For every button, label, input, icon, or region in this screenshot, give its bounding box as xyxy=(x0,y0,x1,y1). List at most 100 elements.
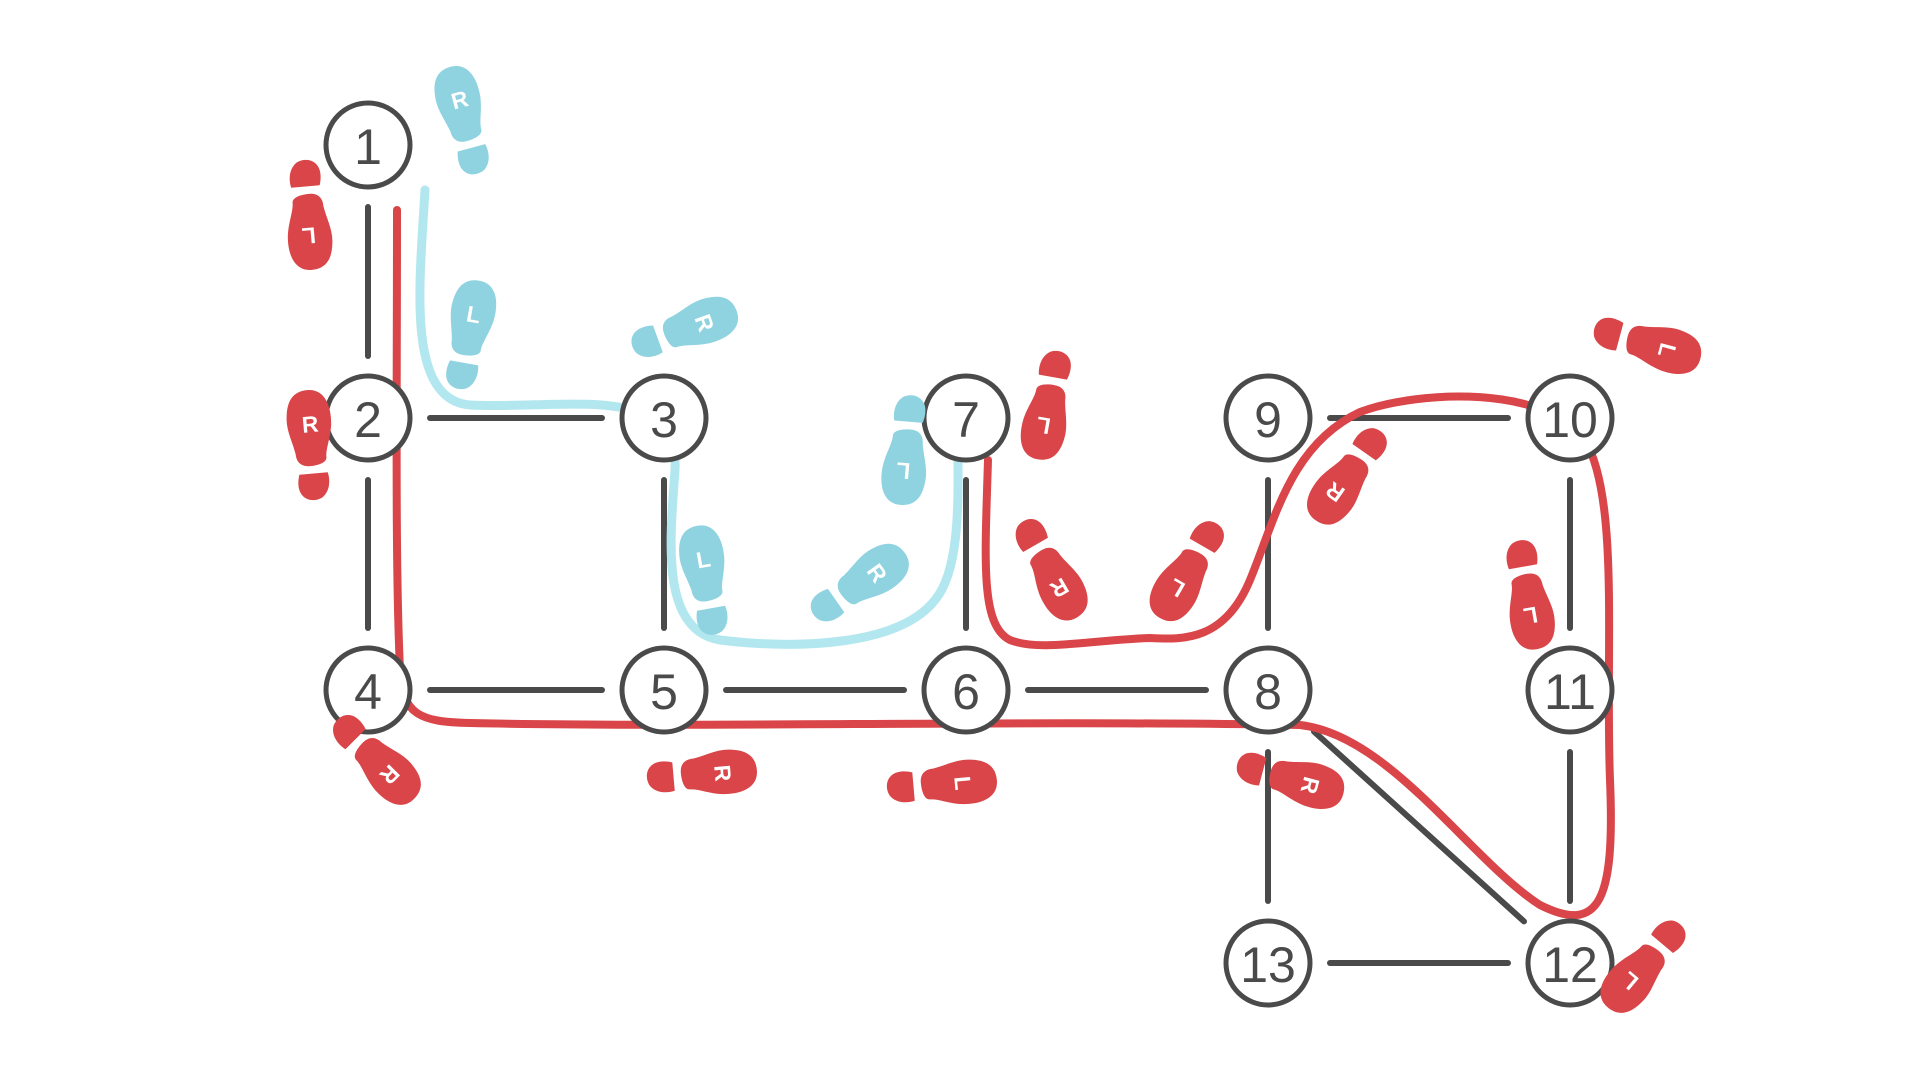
footprint-letter: L xyxy=(895,457,911,484)
footprint-heel xyxy=(1236,752,1267,786)
node-label: 3 xyxy=(650,392,678,448)
footprint-letter: L xyxy=(301,222,317,249)
footprint-heel xyxy=(631,325,663,357)
node-label: 8 xyxy=(1254,664,1282,720)
footprint-red-r: R xyxy=(1236,752,1345,809)
footprint-sole xyxy=(1149,549,1208,622)
footprint-red-r: R xyxy=(1307,428,1387,525)
footprint-heel xyxy=(810,588,845,622)
footprint-letter: R xyxy=(448,85,471,114)
footprint-heel xyxy=(289,159,321,188)
node-6: 6 xyxy=(921,645,1011,735)
node-12: 12 xyxy=(1525,918,1615,1008)
edges-layer xyxy=(365,204,1573,966)
node-8: 8 xyxy=(1223,645,1313,735)
footprint-heel xyxy=(893,395,926,423)
footprint-blue-l: L xyxy=(446,280,497,390)
footprint-red-r: R xyxy=(286,390,332,501)
footprint-sole xyxy=(1626,325,1702,374)
red-walking-path xyxy=(392,206,1615,919)
footprint-letter: L xyxy=(1034,412,1052,440)
footprint-heel xyxy=(1038,350,1071,380)
footprint-heel xyxy=(1651,920,1686,953)
footprint-sole xyxy=(881,429,927,505)
node-circle xyxy=(1525,645,1615,735)
footprint-sole xyxy=(662,296,739,348)
footprint-red-l: L xyxy=(1600,920,1686,1013)
node-4: 4 xyxy=(323,645,413,735)
footprint-letter: R xyxy=(1295,774,1324,797)
node-label: 13 xyxy=(1240,937,1296,993)
footprint-sole xyxy=(680,749,757,795)
footprint-letter: L xyxy=(465,300,483,328)
node-label: 11 xyxy=(1544,664,1596,720)
footprint-heel xyxy=(333,715,366,750)
node-circle xyxy=(619,373,709,463)
node-circle xyxy=(1223,918,1313,1008)
node-circle xyxy=(921,645,1011,735)
footprint-heel xyxy=(298,472,330,501)
node-7: 7 xyxy=(921,373,1011,463)
footprint-blue-r: R xyxy=(434,65,489,175)
edge-8-12 xyxy=(1310,728,1528,925)
footprint-sole xyxy=(837,543,909,605)
footprint-red-l: L xyxy=(1506,540,1555,650)
footprint-heel xyxy=(1352,428,1387,461)
footprint-sole xyxy=(287,193,333,270)
node-circle xyxy=(1525,918,1615,1008)
footprint-red-l: L xyxy=(1149,521,1224,622)
footprint-red-r: R xyxy=(646,749,757,795)
footprint-sole xyxy=(434,65,482,142)
node-2: 2 xyxy=(323,373,413,463)
node-10: 10 xyxy=(1525,373,1615,463)
node-circle xyxy=(1525,373,1615,463)
node-9: 9 xyxy=(1223,373,1313,463)
footprint-letter: L xyxy=(949,775,976,791)
footprint-blue-l: L xyxy=(679,525,728,635)
footprint-red-l: L xyxy=(1593,317,1702,374)
footprint-red-r: R xyxy=(1015,519,1088,621)
footprint-blue-r: R xyxy=(631,296,739,357)
footprint-sole xyxy=(1307,454,1369,525)
node-label: 1 xyxy=(354,119,382,175)
node-label: 6 xyxy=(952,664,980,720)
footprint-letter: L xyxy=(1521,602,1539,630)
node-label: 2 xyxy=(354,392,382,448)
footprint-sole xyxy=(1269,760,1345,809)
footprint-heel xyxy=(457,144,489,175)
node-1: 1 xyxy=(323,100,413,190)
footprint-sole xyxy=(1600,944,1665,1013)
footprint-letter: L xyxy=(694,545,712,573)
footprint-heel xyxy=(886,771,915,803)
node-circle xyxy=(323,645,413,735)
node-13: 13 xyxy=(1223,918,1313,1008)
footprint-heel xyxy=(696,605,728,635)
footprint-letter: R xyxy=(301,411,320,438)
node-label: 9 xyxy=(1254,392,1282,448)
footprint-heel xyxy=(1506,540,1538,570)
footprint-red-l: L xyxy=(1020,350,1071,460)
footprint-letter: R xyxy=(709,764,736,783)
footprint-red-l: L xyxy=(287,159,333,270)
footprint-sole xyxy=(450,280,497,356)
footprint-heel xyxy=(1593,317,1624,351)
node-circle xyxy=(1223,373,1313,463)
footprint-heel xyxy=(646,761,675,793)
footprint-sole xyxy=(1030,547,1088,621)
blue-walking-path xyxy=(415,185,963,649)
node-5: 5 xyxy=(619,645,709,735)
node-label: 12 xyxy=(1542,937,1598,993)
footprint-sole xyxy=(1020,384,1067,460)
node-3: 3 xyxy=(619,373,709,463)
footprint-red-r: R xyxy=(333,715,421,805)
footprint-heel xyxy=(1015,519,1048,552)
footprint-blue-r: R xyxy=(810,543,909,622)
footprint-sole xyxy=(920,759,997,805)
footprint-blue-l: L xyxy=(881,395,927,505)
footprint-heel xyxy=(1189,521,1224,553)
node-circle xyxy=(323,100,413,190)
footprint-sole xyxy=(354,738,421,805)
node-circle xyxy=(1223,645,1313,735)
footprint-sole xyxy=(1509,573,1555,650)
